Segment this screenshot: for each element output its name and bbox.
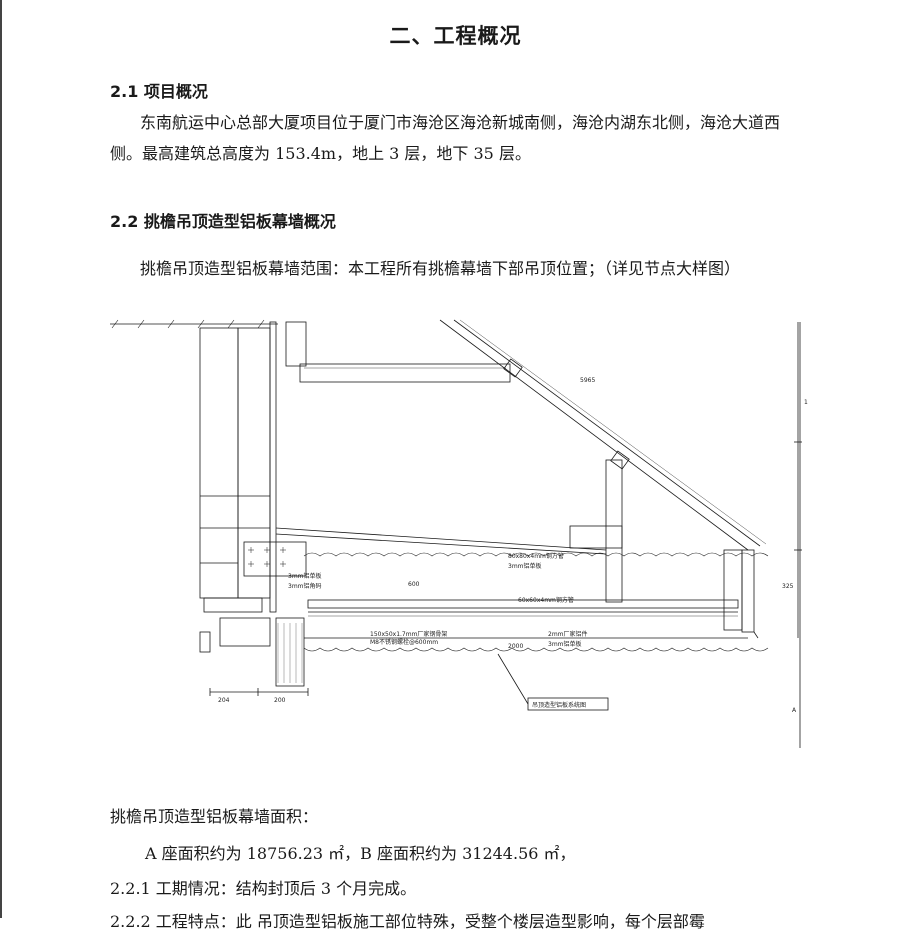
drawing-dim-d1: 204 <box>218 697 230 704</box>
drawing-note-plate3: 3mm铝单板 <box>508 562 542 570</box>
drawing-note-tube1: 60x60x4mm钢方管 <box>518 596 574 604</box>
drawing-note-steel: 150x50x1.7mm厂家钢骨架 <box>370 630 447 638</box>
drawing-note-bolt: M8不锈钢螺栓@600mm <box>370 638 438 646</box>
drawing-dim-d2: 200 <box>274 697 286 704</box>
area-label: 挑檐吊顶造型铝板幕墙面积： <box>110 807 319 826</box>
drawing-dim-d3: 1220 <box>804 399 808 406</box>
section-2-2-heading: 2.2 挑檐吊顶造型铝板幕墙概况 <box>110 212 336 231</box>
drawing-note-tube2: 80x80x4mm钢方管 <box>508 552 564 560</box>
drawing-dim-d5: 600 <box>408 581 420 588</box>
drawing-dim-d8: A <box>792 707 797 714</box>
drawing-note-angle: 3mm铝角码 <box>288 582 322 590</box>
section-2-1-heading: 2.1 项目概况 <box>110 82 208 101</box>
page-title: 二、工程概况 <box>389 24 522 48</box>
drawing-note-plate3c: 3mm铝单板 <box>548 640 582 648</box>
drawing-dim-d4: 325 <box>782 583 794 590</box>
section-2-1-paragraph: 东南航运中心总部大厦项目位于厦门市海沧区海沧新城南侧，海沧内湖东北侧，海沧大道西… <box>110 113 781 163</box>
section-2-2-paragraph: 挑檐吊顶造型铝板幕墙范围：本工程所有挑檐幕墙下部吊顶位置；（详见节点大样图） <box>140 259 741 278</box>
area-values: A 座面积约为 18756.23 ㎡，B 座面积约为 31244.56 ㎡， <box>145 844 576 863</box>
drawing-dim-d6: 2000 <box>508 643 523 650</box>
curtain-wall-node-drawing: 60x60x4mm钢方管 80x80x4mm钢方管 3mm铝单板 3mm铝单板 … <box>110 319 808 748</box>
drawing-note-code: 2mm厂家铝件 <box>548 630 588 638</box>
drawing-dim-d7: 5965 <box>580 377 595 384</box>
page-left-border <box>0 0 2 918</box>
cutoff-line: 2.2.2 工程特点：此 吊顶造型铝板施工部位特殊，受整个楼层造型影响，每个层部… <box>110 912 705 931</box>
schedule-line: 2.2.1 工期情况：结构封顶后 3 个月完成。 <box>110 879 417 898</box>
drawing-note-plate3b: 3mm铝单板 <box>288 572 322 580</box>
drawing-label-box: 吊顶造型铝板系统图 <box>532 701 586 709</box>
